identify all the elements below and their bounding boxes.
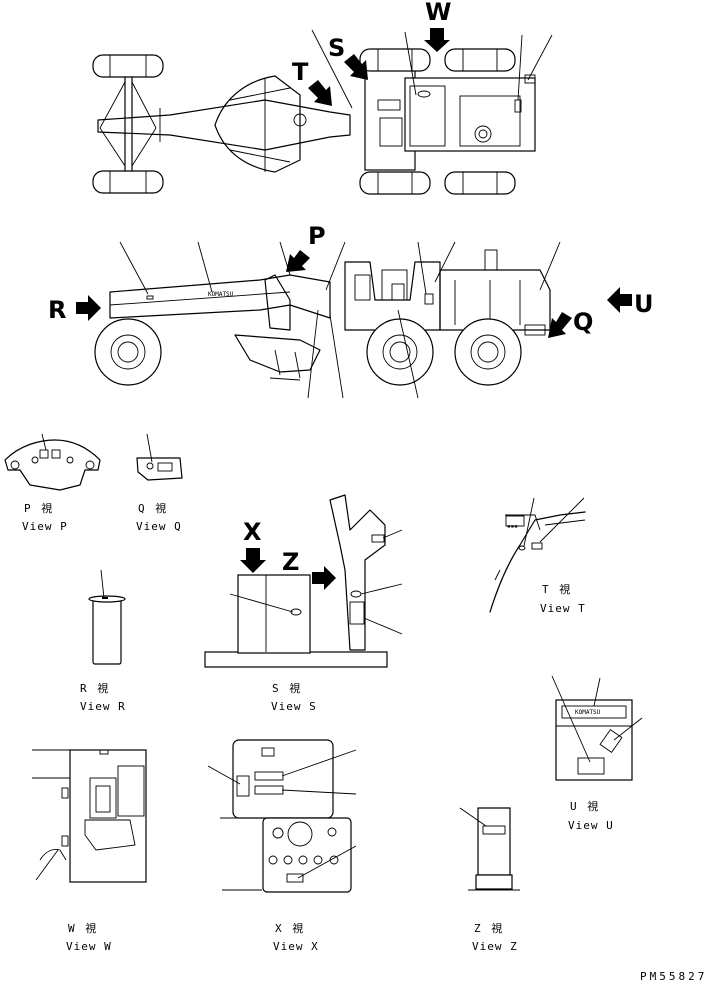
- view-r-caption-jp: R 視: [80, 681, 110, 695]
- view-t-detail: ▪▪▪ T 視 View T: [489, 497, 586, 615]
- callout-letter-t: T: [292, 58, 309, 86]
- arrow-r: R: [48, 295, 101, 324]
- view-u-caption-en: View U: [568, 819, 614, 832]
- side-view-grader: KOMATSU: [94, 241, 561, 399]
- frame-decal-text: KOMATSU: [208, 291, 234, 298]
- komatsu-label: KOMATSU: [575, 709, 601, 716]
- view-p-caption-jp: P 視: [24, 501, 54, 515]
- view-x-detail: X 視 View X: [207, 739, 357, 953]
- view-x-caption-en: View X: [273, 940, 319, 953]
- view-z-caption-en: View Z: [472, 940, 518, 953]
- view-q-caption-en: View Q: [136, 520, 182, 533]
- callout-letter-q: Q: [573, 308, 593, 336]
- view-x-caption-jp: X 視: [275, 921, 305, 935]
- callout-letter-w: W: [425, 0, 451, 26]
- arrow-s: S: [328, 34, 368, 80]
- view-u-detail: KOMATSU U 視 View U: [551, 675, 643, 832]
- svg-text:▪▪▪: ▪▪▪: [507, 523, 518, 530]
- view-q-detail: Q 視 View Q: [136, 433, 183, 533]
- view-u-caption-jp: U 視: [570, 799, 600, 813]
- view-s-caption-jp: S 視: [272, 681, 302, 695]
- arrow-p: P: [286, 222, 326, 272]
- callout-letter-p: P: [308, 222, 326, 250]
- view-w-caption-jp: W 視: [68, 921, 98, 935]
- view-s-caption-en: View S: [271, 700, 317, 713]
- arrow-t: T: [292, 58, 332, 106]
- view-w-detail: W 視 View W: [32, 749, 147, 953]
- callout-letter-r: R: [48, 296, 66, 324]
- arrow-x: X: [240, 518, 266, 573]
- view-t-caption-jp: T 視: [542, 582, 572, 596]
- arrow-z: Z: [282, 548, 336, 590]
- view-r-detail: R 視 View R: [80, 569, 126, 713]
- view-s-detail: S 視 View S: [204, 494, 403, 713]
- view-p-detail: P 視 View P: [4, 433, 101, 533]
- arrow-w: W: [424, 0, 451, 52]
- view-z-caption-jp: Z 視: [474, 921, 504, 935]
- top-view-grader: [92, 29, 553, 195]
- view-r-caption-en: View R: [80, 700, 126, 713]
- drawing-code: PM55827: [640, 970, 707, 983]
- arrow-u: U: [607, 287, 654, 318]
- view-p-caption-en: View P: [22, 520, 68, 533]
- view-q-caption-jp: Q 視: [138, 501, 168, 515]
- callout-letter-z: Z: [282, 548, 299, 576]
- callout-letter-s: S: [328, 34, 345, 62]
- view-z-detail: Z 視 View Z: [459, 807, 520, 953]
- view-w-caption-en: View W: [66, 940, 112, 953]
- arrow-q: Q: [548, 308, 593, 338]
- view-t-caption-en: View T: [540, 602, 586, 615]
- callout-letter-u: U: [634, 290, 654, 318]
- callout-letter-x: X: [243, 518, 262, 546]
